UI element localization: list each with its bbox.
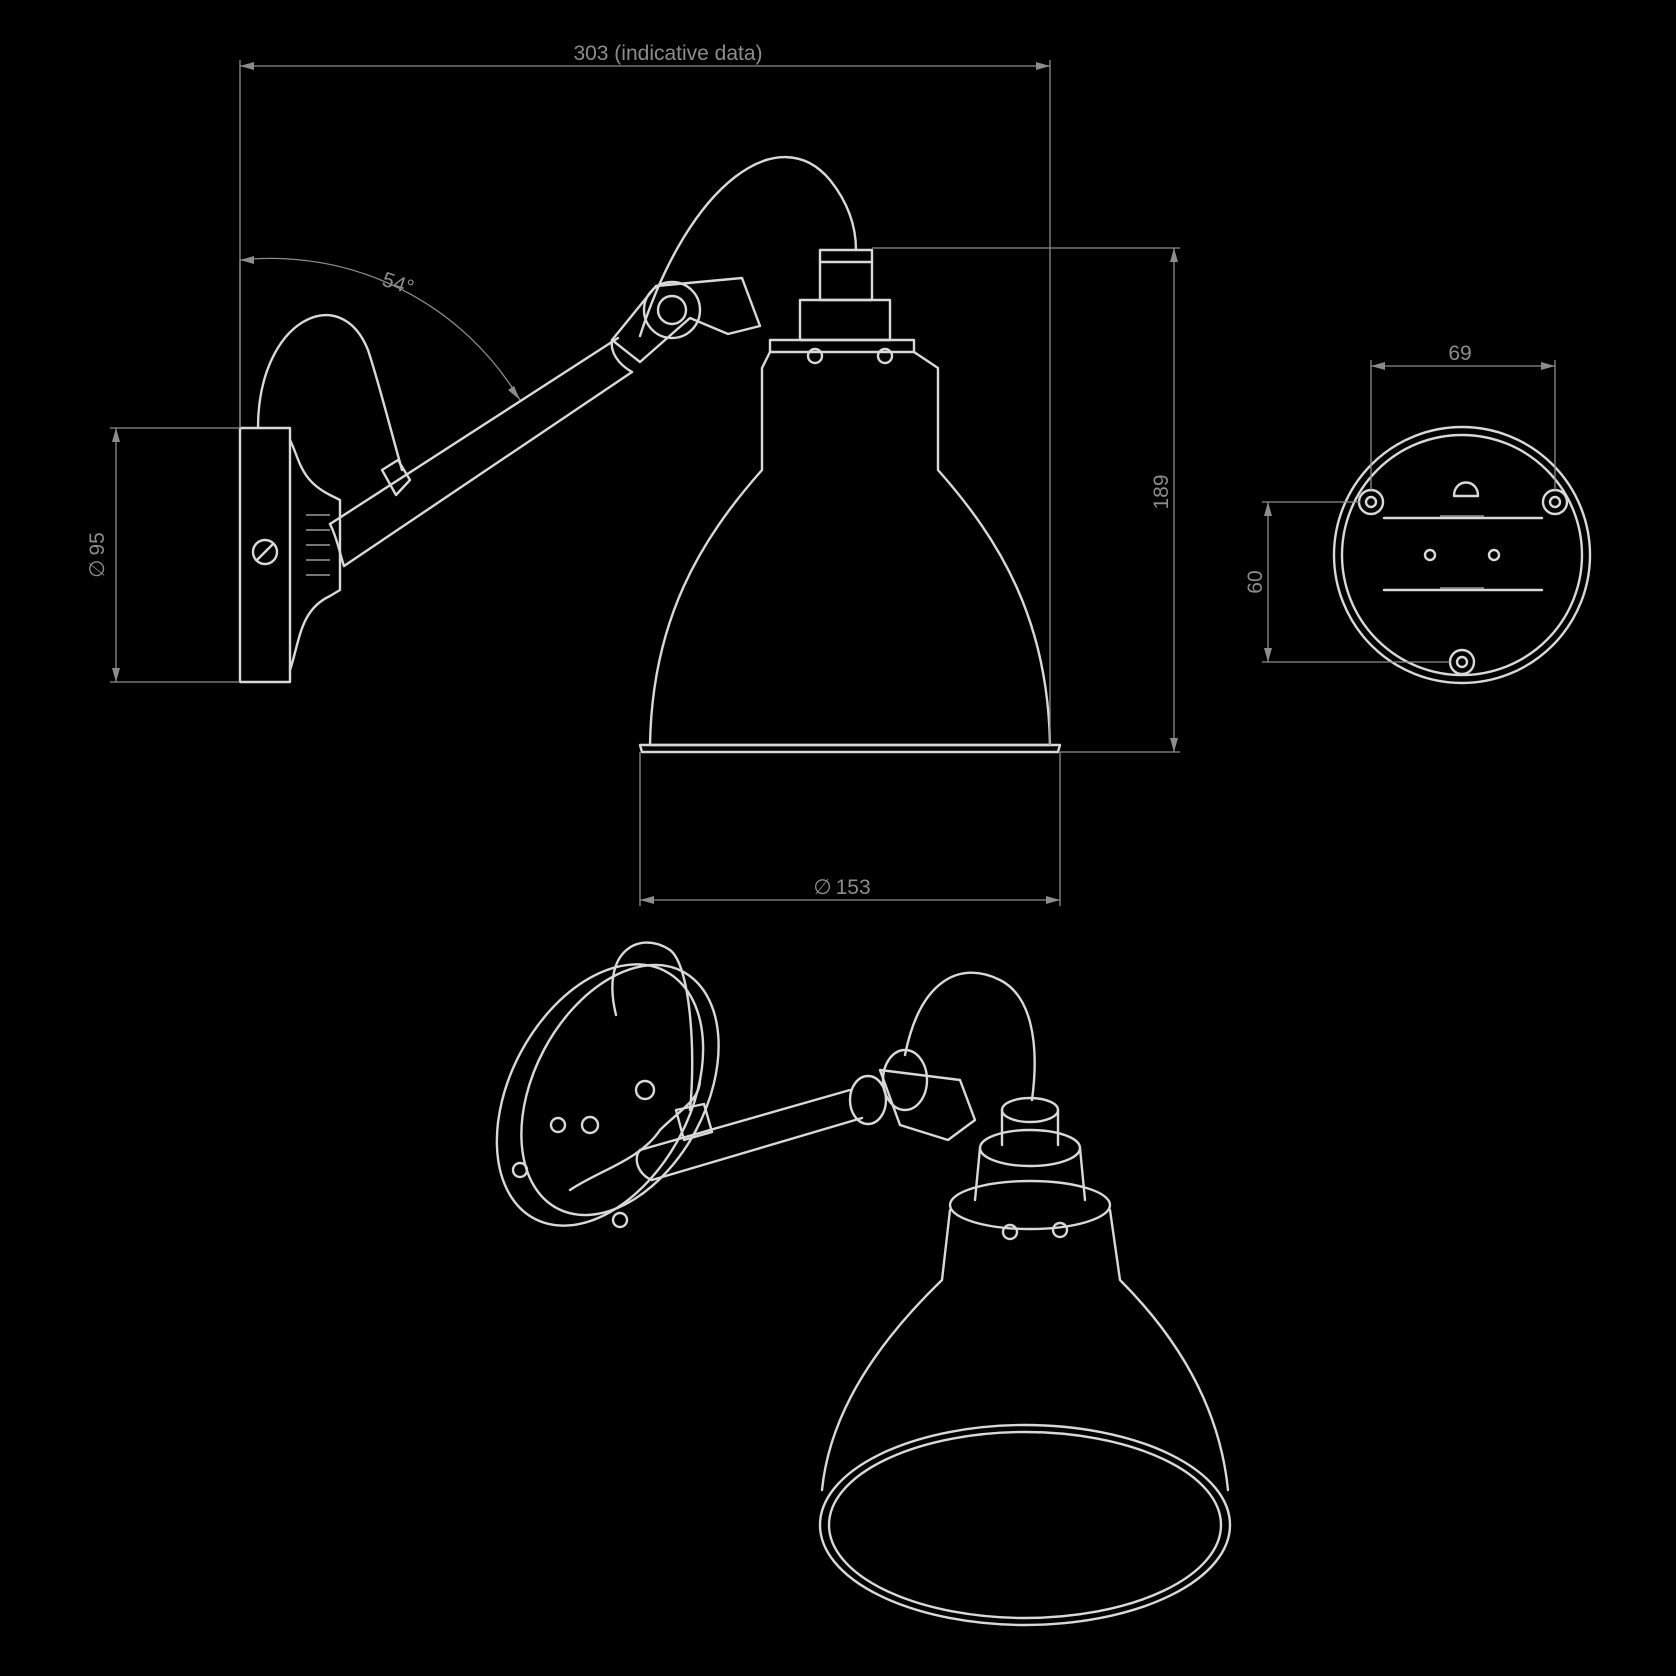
perspective-socket (948, 1096, 1112, 1241)
perspective-shade (818, 1208, 1232, 1627)
dim-plate-hole-spacing: 60 (1244, 501, 1450, 663)
dim-shade-height-label: 189 (1150, 474, 1173, 509)
cable-clip (380, 458, 412, 497)
dim-overall-width: 303 (indicative data) (239, 42, 1051, 745)
perspective-base-cable (611, 941, 694, 1112)
perspective-upper-cable (903, 971, 1036, 1102)
dim-arm-angle-label: 54° (379, 268, 416, 300)
dim-shade-diameter-label: ∅153 (813, 876, 870, 899)
dim-arm-angle: 54° (239, 256, 521, 428)
dim-shade-height: 189 (872, 247, 1180, 753)
perspective-view (495, 941, 1232, 1627)
plate-front-view: 69 60 (1244, 342, 1592, 685)
perspective-wall-plate (495, 963, 720, 1229)
dim-shade-diameter: ∅153 (639, 752, 1061, 906)
dim-base-diameter-label: ∅95 (86, 532, 109, 578)
dim-overall-width-label: 303 (indicative data) (573, 42, 762, 65)
upper-cable (638, 155, 858, 338)
perspective-cable-clip (674, 1102, 714, 1142)
dim-plate-width-label: 69 (1448, 342, 1471, 365)
plate-screw-holes (1357, 481, 1569, 676)
lamp-shade (638, 350, 1062, 754)
arm-tube (328, 336, 634, 568)
lamp-socket (768, 248, 916, 365)
base-cable (256, 313, 404, 472)
perspective-elbow (848, 1048, 977, 1142)
dim-plate-hole-spacing-label: 60 (1244, 570, 1267, 593)
perspective-arm (635, 1088, 864, 1182)
dim-base-diameter: ∅95 (86, 427, 240, 683)
elbow-joint (610, 276, 762, 374)
plate-mounting-bar (1382, 515, 1544, 592)
wall-base-plate (238, 426, 342, 684)
side-view: 303 (indicative data) 54° ∅95 (86, 42, 1180, 906)
dim-plate-width: 69 (1370, 342, 1556, 490)
